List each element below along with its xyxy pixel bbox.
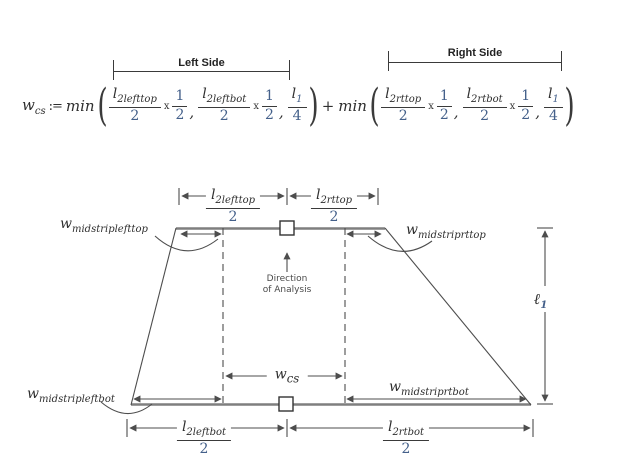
comma: , [278,103,284,121]
left-side-bracket-tick-right [289,60,291,80]
bottom-column-marker [278,396,294,412]
dim-label-l2lefttop: l2lefttop 2 [205,187,261,225]
right-side-label: Right Side [447,47,503,59]
label-w-cs: wcs [266,366,308,386]
comma: , [453,103,459,121]
wcs-formula: wcs := min ( l2lefttop 2 x 1 2 , l2leftb… [22,82,642,130]
fraction-l2lefttop: l2lefttop 2 [108,87,161,124]
right-side-bracket-tick-right [561,51,563,71]
times-operator: x [428,100,434,112]
times-operator: x [163,100,170,112]
fraction-l2leftbot: l2leftbot 2 [198,87,251,124]
left-side-label: Left Side [178,57,225,69]
fraction-l1-quarter: l1 4 [544,87,563,124]
top-column-marker [279,220,295,236]
open-paren: ( [96,80,108,131]
close-paren: ) [307,80,319,131]
formula-lhs: wcs [22,95,46,117]
min-operator: min [338,97,367,115]
direction-of-analysis-label: Direction of Analysis [262,274,312,295]
trapezoid-right-slant [384,227,532,406]
fraction-half: 1 2 [436,88,452,123]
left-side-bracket-line [113,71,290,73]
comma: , [189,103,195,121]
fraction-half: 1 2 [261,88,277,123]
label-w-midstriplefttop: wmidstriplefttop [60,216,148,235]
arc-left-bottom-corner [100,401,153,415]
right-side-bracket-tick-left [388,51,390,71]
fraction-l1-quarter: l1 4 [287,87,307,124]
times-operator: x [253,100,259,112]
comma: , [535,103,540,121]
min-operator: min [65,97,95,115]
plus-operator: + [321,97,335,115]
fraction-half: 1 2 [172,88,188,123]
label-w-midstriprtbot: wmidstriprtbot [389,379,469,398]
trapezoid-left-slant [130,227,177,406]
fraction-half: 1 2 [518,88,534,123]
dim-label-l2leftbot: l2leftbot 2 [176,419,232,457]
times-operator: x [509,100,516,112]
dim-label-l2rtbot: l2rtbot 2 [382,419,430,457]
right-side-bracket-line [388,62,562,64]
fraction-l2rtbot: l2rtbot 2 [462,87,507,124]
arc-left-top-corner [154,235,219,252]
assign-operator: := [48,98,63,114]
open-paren: ( [369,80,380,131]
arc-right-top-corner [367,235,433,252]
dim-label-l2rttop: l2rttop 2 [310,187,358,225]
label-l1-span: ℓ1 [531,289,551,312]
label-w-midstripleftbot: wmidstripleftbot [27,386,115,405]
label-w-midstriprttop: wmidstriprttop [406,222,486,241]
fraction-l2rttop: l2rttop 2 [381,87,426,124]
left-side-bracket-tick-left [113,60,115,80]
close-paren: ) [564,80,575,131]
